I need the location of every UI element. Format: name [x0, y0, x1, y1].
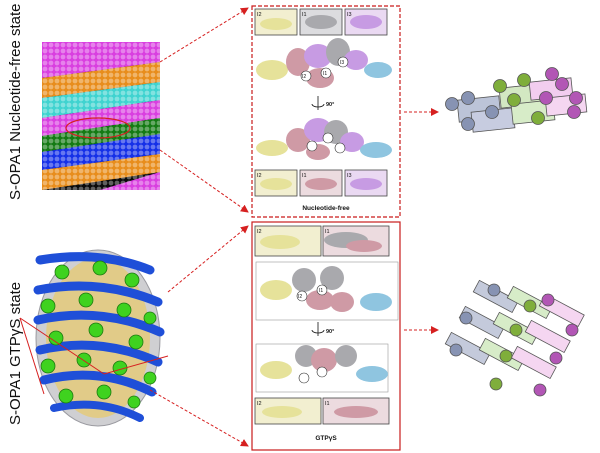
- subunit-I1-top: I1: [323, 71, 327, 77]
- thumb-label-3: I3: [347, 12, 352, 18]
- panel-caption-top: Nucleotide-free: [302, 205, 350, 212]
- bottom-thumb-label-2: I1: [302, 173, 307, 179]
- tomogram-nucleotide-free: [42, 42, 160, 190]
- subunit-I1-bottom: I1: [319, 288, 323, 294]
- panel-gtpgs: I2 I1 I2 I1 90° I2 I1 GTPγS: [251, 221, 401, 451]
- subunit-I2-top: I2: [302, 74, 306, 80]
- gtp-thumb-label-2: I1: [325, 229, 330, 235]
- panel-nucleotide-free: I2 I1 I3 I2 I1 I3 90°: [251, 5, 401, 218]
- zoom-arrows: [149, 7, 249, 447]
- subunit-I3-top: I3: [340, 60, 344, 66]
- schematic-gtpgs: [444, 279, 585, 397]
- side-label-top: S-OPA1 Nucleotide-free state: [7, 4, 24, 200]
- gtp-bottom-thumb-label-2: I1: [325, 401, 330, 407]
- gtp-thumb-label-1: I2: [257, 229, 262, 235]
- schematic-nucleotide-free: [445, 67, 588, 133]
- bottom-thumb-label-3: I3: [347, 173, 352, 179]
- subunit-I2-bottom: I2: [298, 294, 302, 300]
- rotation-label-top: 90°: [326, 102, 334, 108]
- thumb-label-2: I1: [302, 12, 307, 18]
- rotation-label-bottom: 90°: [326, 329, 334, 335]
- side-label-bottom: S-OPA1 GTPγS state: [7, 282, 24, 425]
- thumb-label-1: I2: [257, 12, 262, 18]
- helix-gtpgs: [19, 249, 169, 427]
- gtp-bottom-thumb-label-1: I2: [257, 401, 262, 407]
- panel-caption-bottom: GTPγS: [315, 435, 337, 442]
- bottom-thumb-label-1: I2: [257, 173, 262, 179]
